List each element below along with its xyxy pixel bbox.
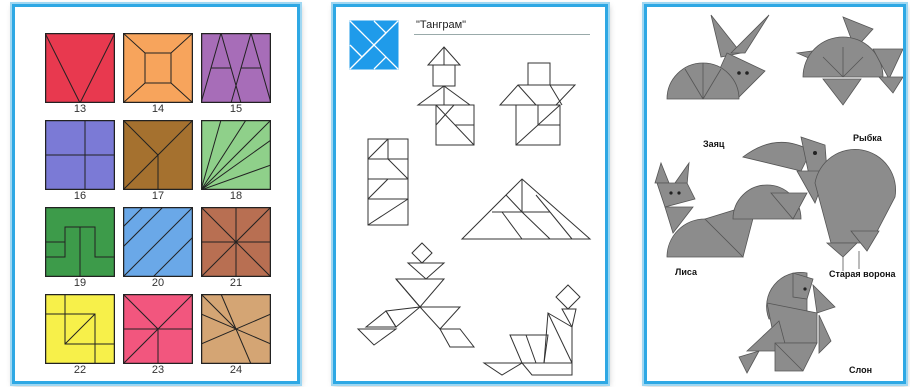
square-number-13: 13 <box>45 104 115 115</box>
tangram-outlines-card: "Танграм" <box>333 4 608 384</box>
square-number-19: 19 <box>45 278 115 289</box>
tower-house-figure <box>418 47 474 145</box>
animal-tangrams-card: Заяц Рыбка Лиса Старая ворона Слон <box>644 4 906 384</box>
tangram-outlines-drawing <box>336 7 605 381</box>
square-number-17: 17 <box>123 191 193 202</box>
pattern-square-19 <box>45 207 115 277</box>
pattern-square-22 <box>45 294 115 364</box>
square-number-15: 15 <box>201 104 271 115</box>
house-figure <box>500 63 575 145</box>
pattern-square-15 <box>201 33 271 103</box>
fish-figure <box>797 17 903 105</box>
pattern-square-24 <box>201 294 271 364</box>
square-number-16: 16 <box>45 191 115 202</box>
dancer-figure <box>358 243 474 347</box>
rectangle-figure <box>368 139 408 225</box>
fox-figure <box>655 163 807 257</box>
pattern-square-14 <box>123 33 193 103</box>
squares-card: 13 14 15 16 17 18 19 20 21 22 23 24 <box>12 4 300 384</box>
label-elephant: Слон <box>849 365 872 375</box>
label-hare: Заяц <box>703 139 724 149</box>
elephant-figure <box>739 272 835 373</box>
square-number-21: 21 <box>201 278 271 289</box>
square-number-22: 22 <box>45 365 115 376</box>
sitting-figure <box>484 285 580 375</box>
square-number-18: 18 <box>201 191 271 202</box>
animal-tangrams-drawing <box>647 7 903 381</box>
pattern-square-13 <box>45 33 115 103</box>
square-number-14: 14 <box>123 104 193 115</box>
pattern-square-18 <box>201 120 271 190</box>
pattern-square-21 <box>201 207 271 277</box>
label-fox: Лиса <box>675 267 697 277</box>
pattern-square-23 <box>123 294 193 364</box>
label-fish: Рыбка <box>853 133 882 143</box>
tangram-square-icon <box>350 21 398 69</box>
pattern-square-20 <box>123 207 193 277</box>
hare-figure <box>667 15 769 99</box>
pattern-square-17 <box>123 120 193 190</box>
title-divider <box>414 34 590 35</box>
square-number-20: 20 <box>123 278 193 289</box>
pattern-square-16 <box>45 120 115 190</box>
label-crow: Старая ворона <box>829 269 896 279</box>
triangle-figure <box>462 179 590 239</box>
square-number-23: 23 <box>123 365 193 376</box>
tangram-title: "Танграм" <box>416 19 466 31</box>
square-number-24: 24 <box>201 365 271 376</box>
